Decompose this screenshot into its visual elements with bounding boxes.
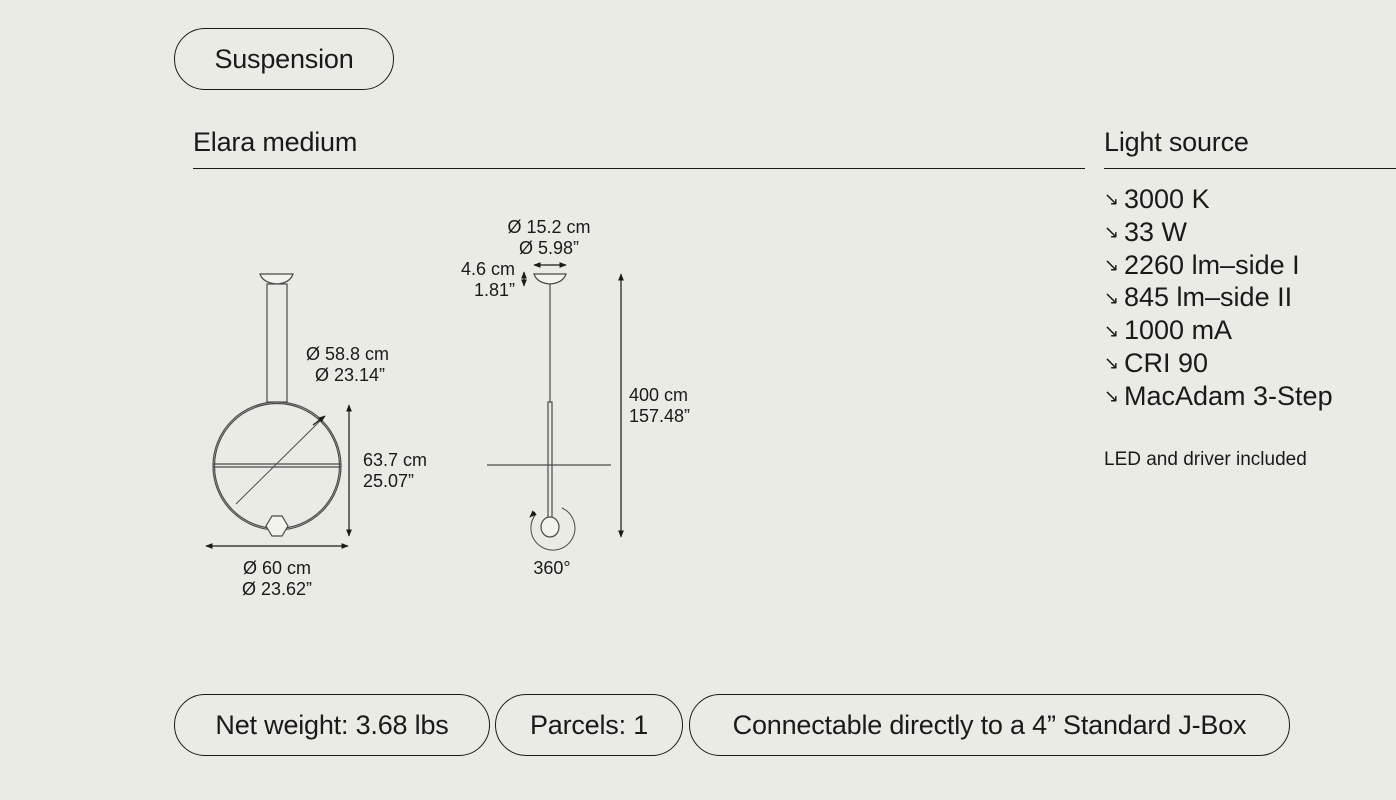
- net-weight-pill: Net weight: 3.68 lbs: [174, 694, 490, 756]
- spec-value: 1000 mA: [1124, 315, 1233, 346]
- spec-item: ↘1000 mA: [1104, 314, 1333, 347]
- spec-value: 33 W: [1124, 216, 1188, 247]
- net-weight-text: Net weight: 3.68 lbs: [215, 709, 449, 740]
- light-source-specs: ↘3000 K ↘33 W ↘2260 lm–side I ↘845 lm–si…: [1104, 183, 1333, 413]
- front-dimension-lines: [205, 404, 352, 549]
- front-canopy: [259, 273, 294, 285]
- spec-value: CRI 90: [1124, 347, 1209, 378]
- height-dimension-label: 63.7 cm 25.07”: [363, 450, 428, 491]
- arrow-down-right-icon: ↘: [1104, 189, 1120, 210]
- category-label: Suspension: [214, 43, 354, 74]
- spec-value: 3000 K: [1124, 184, 1210, 214]
- connection-text: Connectable directly to a 4” Standard J-…: [732, 709, 1247, 740]
- diagonal-dimension-label: Ø 58.8 cm Ø 23.14”: [306, 344, 390, 385]
- front-stem: [266, 283, 288, 403]
- spec-value: 845 lm–side II: [1124, 282, 1293, 313]
- diameter-line: [235, 415, 326, 505]
- category-pill: Suspension: [174, 28, 394, 90]
- arrow-down-right-icon: ↘: [1104, 386, 1120, 407]
- spec-value: MacAdam 3-Step: [1124, 380, 1333, 411]
- light-source-title: Light source: [1104, 127, 1249, 157]
- front-diffuser: [265, 515, 289, 537]
- arrow-down-right-icon: ↘: [1104, 254, 1120, 275]
- spec-item: ↘845 lm–side II: [1104, 281, 1333, 314]
- product-title-rule: [193, 168, 1085, 169]
- canopy-diameter-label: Ø 15.2 cm Ø 5.98”: [507, 217, 591, 258]
- connection-pill: Connectable directly to a 4” Standard J-…: [689, 694, 1290, 756]
- product-name: Elara medium: [193, 127, 358, 157]
- arrow-down-right-icon: ↘: [1104, 320, 1120, 341]
- arrow-down-right-icon: ↘: [1104, 287, 1120, 308]
- spec-item: ↘MacAdam 3-Step: [1104, 380, 1333, 413]
- spec-item: ↘3000 K: [1104, 183, 1333, 216]
- spec-item: ↘33 W: [1104, 216, 1333, 249]
- rotation-arc: [530, 507, 576, 551]
- arrow-down-right-icon: ↘: [1104, 353, 1120, 374]
- front-view: [212, 273, 342, 537]
- width-dimension-label: Ø 60 cm Ø 23.62”: [241, 558, 313, 599]
- rotation-label: 360°: [533, 558, 571, 578]
- side-view: [487, 273, 611, 551]
- light-source-note: LED and driver included: [1104, 449, 1307, 470]
- spec-value: 2260 lm–side I: [1124, 249, 1300, 280]
- canopy-height-label: 4.6 cm 1.81”: [460, 259, 515, 300]
- side-canopy: [533, 273, 567, 285]
- side-stem: [547, 401, 553, 521]
- side-dimension-lines: [521, 262, 624, 538]
- spec-item: ↘CRI 90: [1104, 347, 1333, 380]
- parcels-text: Parcels: 1: [529, 709, 649, 740]
- parcels-pill: Parcels: 1: [495, 694, 683, 756]
- light-source-rule: [1104, 168, 1396, 169]
- front-ring: [212, 401, 342, 531]
- cable-length-label: 400 cm 157.48”: [629, 385, 691, 426]
- spec-item: ↘2260 lm–side I: [1104, 249, 1333, 282]
- side-diffuser: [540, 516, 560, 538]
- arrow-down-right-icon: ↘: [1104, 222, 1120, 243]
